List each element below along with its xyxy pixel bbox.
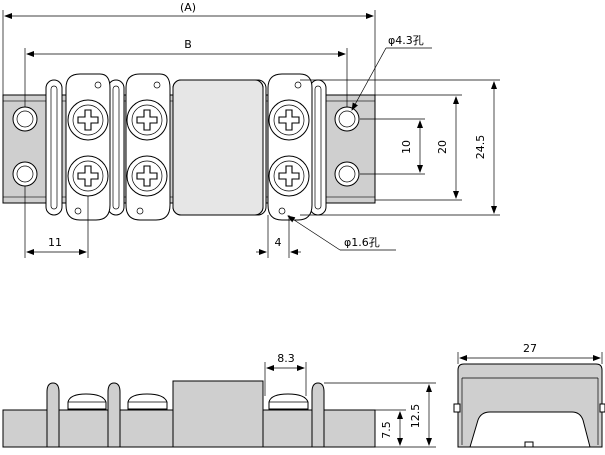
side-screw-3 <box>268 393 309 410</box>
side-screw-2 <box>127 393 168 410</box>
dim-width-20-label: 20 <box>436 140 449 154</box>
dim-end-11-label: 11 <box>48 236 62 249</box>
dim-width-245-label: 24.5 <box>474 135 487 160</box>
end-channel <box>469 411 591 448</box>
mount-hole-leader <box>351 47 387 111</box>
side-view: 8.3 12.5 7.5 <box>2 352 436 448</box>
side-screw-1 <box>67 393 107 410</box>
dim-terminal-width-label: 8.3 <box>277 352 295 365</box>
mount-hole-right-top <box>334 106 360 132</box>
end-view: 27 <box>453 342 605 448</box>
dim-end-4-label: 4 <box>275 236 282 249</box>
dim-hole-spacing-label: 10 <box>400 140 413 154</box>
dim-height-75-label: 7.5 <box>380 421 393 439</box>
mount-hole-left-bottom <box>12 161 38 187</box>
dim-pitch-label: B <box>184 38 192 51</box>
terminal-screws <box>67 99 310 197</box>
mount-hole-label: φ4.3孔 <box>388 34 424 47</box>
dim-height-125-label: 12.5 <box>409 404 422 429</box>
dim-depth-label: 27 <box>523 342 537 355</box>
mount-hole-left-top <box>12 106 38 132</box>
small-hole-leader <box>287 215 341 251</box>
small-hole-label: φ1.6孔 <box>344 236 380 249</box>
mount-hole-right-bottom <box>334 161 360 187</box>
top-view: (A) B φ4.3孔 10 20 24.5 11 <box>2 1 500 258</box>
dim-overall-label: (A) <box>180 1 196 14</box>
